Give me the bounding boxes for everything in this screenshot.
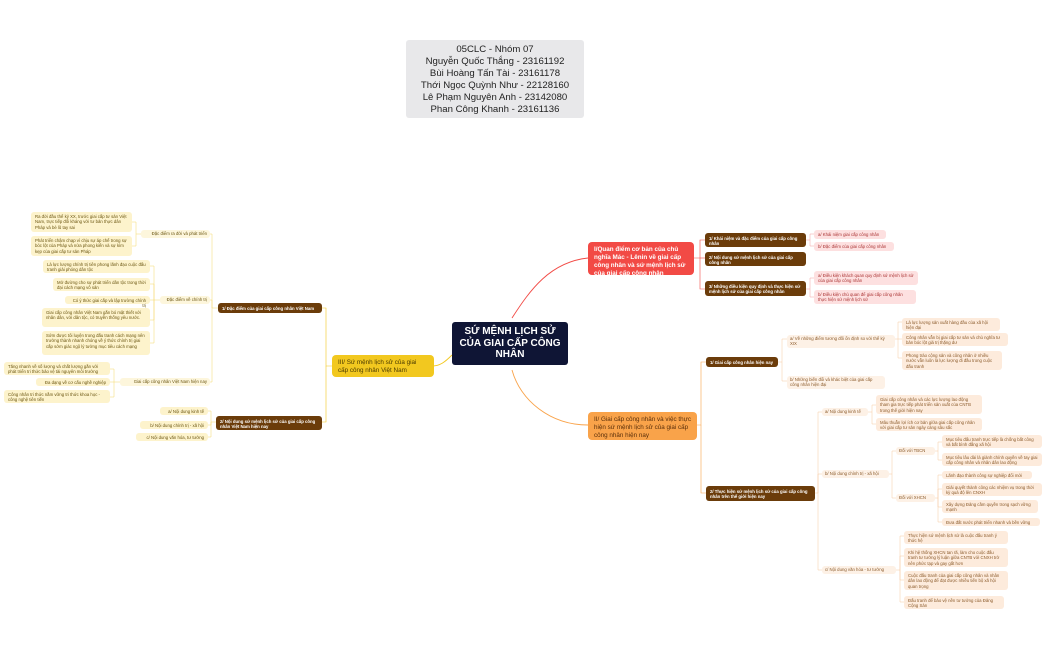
group-name: 05CLC - Nhóm 07	[456, 44, 534, 55]
branch-2-sub-1[interactable]: 1/ Giai cấp công nhân hiện nay	[706, 357, 778, 367]
branch-1-sub-1[interactable]: 1/ Khái niệm và đặc điểm của giai cấp cô…	[705, 233, 806, 247]
branch-1-leaf[interactable]: b/ Đặc điểm của giai cấp công nhân	[814, 242, 894, 251]
branch-3-leaf[interactable]: Đa dạng về cơ cấu nghề nghiệp	[36, 378, 110, 386]
branch-3-sub-2[interactable]: 2/ Nội dung sứ mệnh lịch sử của giai cấp…	[216, 416, 322, 430]
branch-2-tbcn[interactable]: Đối với TBCN	[896, 447, 935, 455]
branch-3-leaf[interactable]: c/ Nội dung văn hóa, tư tưởng	[136, 433, 208, 441]
branch-1-leaf[interactable]: a/ Điều kiện khách quan quy định sứ mệnh…	[814, 271, 918, 285]
branch-3-leaf[interactable]: Ra đời đầu thế kỷ XX, trước giai cấp tư …	[31, 212, 132, 232]
member-3: Thới Ngọc Quỳnh Như - 22128160	[420, 80, 570, 91]
branch-1-sub-3[interactable]: 3/ Những điều kiện quy định và thực hiện…	[705, 281, 806, 296]
branch-3-leaf[interactable]: Có ý thức giai cấp và lập trường chính t…	[65, 296, 150, 308]
branch-3-today[interactable]: Giai cấp công nhân Việt Nam hiện nay	[120, 378, 210, 386]
branch-3-topic[interactable]: III/ Sứ mệnh lịch sử của giai cấp công n…	[332, 355, 434, 377]
branch-3-leaf[interactable]: Mở đường cho sự phát triển dân tộc trong…	[53, 278, 150, 291]
branch-2-sub-2[interactable]: 2/ Thực hiện sứ mệnh lịch sử của giai cấ…	[706, 486, 815, 501]
branch-1-leaf[interactable]: a/ Khái niệm giai cấp công nhân	[814, 230, 886, 239]
branch-2-leaf[interactable]: Mâu thuẫn lợi ích cơ bản giữa giai cấp c…	[876, 418, 982, 431]
branch-2-leaf[interactable]: Phong trào cộng sản và công nhân ở nhiều…	[902, 351, 1002, 370]
branch-2-leaf[interactable]: Thực hiện sứ mệnh lịch sử là cuộc đấu tr…	[904, 531, 1008, 544]
branch-2-leaf[interactable]: Công nhân vẫn bị giai cấp tư sản và chủ …	[902, 333, 1008, 346]
branch-2-leaf[interactable]: Giai cấp công nhân và các lực lượng lao …	[876, 395, 982, 414]
branch-2-sub-2-b[interactable]: b/ Nội dung chính trị - xã hội	[822, 470, 889, 478]
branch-2-leaf[interactable]: Xây dựng Đảng cầm quyền trong sạch vững …	[942, 500, 1038, 513]
branch-1-sub-2[interactable]: 2/ Nội dung sứ mệnh lịch sử của giai cấp…	[705, 252, 806, 266]
branch-2-leaf[interactable]: Đưa đất nước phát triển nhanh và bền vữn…	[942, 518, 1040, 526]
branch-3-leaf[interactable]: Tăng nhanh về số lượng và chất lượng gắn…	[4, 362, 110, 375]
member-1: Nguyễn Quốc Thắng - 23161192	[425, 56, 565, 67]
branch-1-topic[interactable]: I/Quan điểm cơ bản của chủ nghĩa Mác - L…	[588, 242, 694, 277]
branch-2-leaf[interactable]: Lãnh đạo thành công sự nghiệp đổi mới	[942, 471, 1032, 479]
branch-2-sub-2-a[interactable]: a/ Nội dung kinh tế	[822, 408, 868, 416]
branch-3-leaf[interactable]: a/ Nội dung kinh tế	[160, 407, 208, 415]
branch-3-leaf[interactable]: Giai cấp công nhân Việt Nam gắn bó mật t…	[42, 308, 150, 327]
branch-2-topic[interactable]: II/ Giai cấp công nhân và việc thực hiện…	[588, 412, 697, 440]
branch-2-leaf[interactable]: Khi hệ thống XHCN tan rã, làm cho cuộc đ…	[904, 548, 1008, 567]
branch-3-leaf[interactable]: b/ Nội dung chính trị - xã hội	[140, 421, 208, 429]
member-5: Phan Công Khanh - 23161136	[430, 104, 560, 115]
branch-2-leaf[interactable]: Cuộc đấu tranh của giai cấp công nhân và…	[904, 571, 1008, 590]
branch-2-leaf[interactable]: Giải quyết thành công các nhiệm vụ trong…	[942, 483, 1042, 496]
branch-3-origin[interactable]: Đặc điểm ra đời và phát triển	[141, 230, 210, 238]
branch-2-sub-1-a[interactable]: a/ Về những điểm tương đối ổn định so vớ…	[787, 335, 895, 348]
group-info-box: 05CLC - Nhóm 07 Nguyễn Quốc Thắng - 2316…	[406, 40, 584, 118]
member-2: Bùi Hoàng Tấn Tài - 23161178	[429, 68, 561, 79]
branch-2-sub-1-b[interactable]: b/ Những biến đổi và khác biệt của giai …	[787, 376, 885, 389]
branch-2-leaf[interactable]: Mục tiêu lâu dài là giành chính quyền về…	[942, 453, 1042, 466]
branch-2-leaf[interactable]: Là lực lượng sản xuất hàng đầu của xã hộ…	[902, 318, 1000, 331]
branch-2-leaf[interactable]: Mục tiêu đấu tranh trực tiếp là chống bấ…	[942, 435, 1042, 448]
branch-3-leaf[interactable]: Là lực lượng chính trị tiên phong lãnh đ…	[43, 260, 150, 273]
branch-3-leaf[interactable]: Phát triển chậm chạp vì chịu sự áp chế t…	[31, 236, 132, 256]
branch-2-sub-2-c[interactable]: c/ Nội dung văn hóa - tư tưởng	[822, 566, 896, 574]
member-4: Lê Phạm Nguyên Anh - 23142080	[422, 92, 568, 103]
branch-2-xhcn[interactable]: Đối với XHCN	[896, 494, 935, 502]
branch-2-leaf[interactable]: Đấu tranh để bảo vệ nền tư tưởng của Đản…	[904, 596, 1004, 609]
branch-3-sub-1[interactable]: 1/ Đặc điểm của giai cấp công nhân Việt …	[218, 303, 322, 313]
branch-3-politics[interactable]: Đặc điểm về chính trị	[160, 296, 210, 304]
branch-1-leaf[interactable]: b/ Điều kiện chủ quan để giai cấp công n…	[814, 290, 916, 304]
root-topic[interactable]: SỨ MỆNH LỊCH SỬ CỦA GIAI CẤP CÔNG NHÂN	[452, 322, 568, 365]
branch-3-leaf[interactable]: Công nhân tri thức nắm vững tri thức kho…	[4, 390, 110, 403]
branch-3-leaf[interactable]: Sớm được tôi luyện trong đấu tranh cách …	[42, 331, 150, 355]
